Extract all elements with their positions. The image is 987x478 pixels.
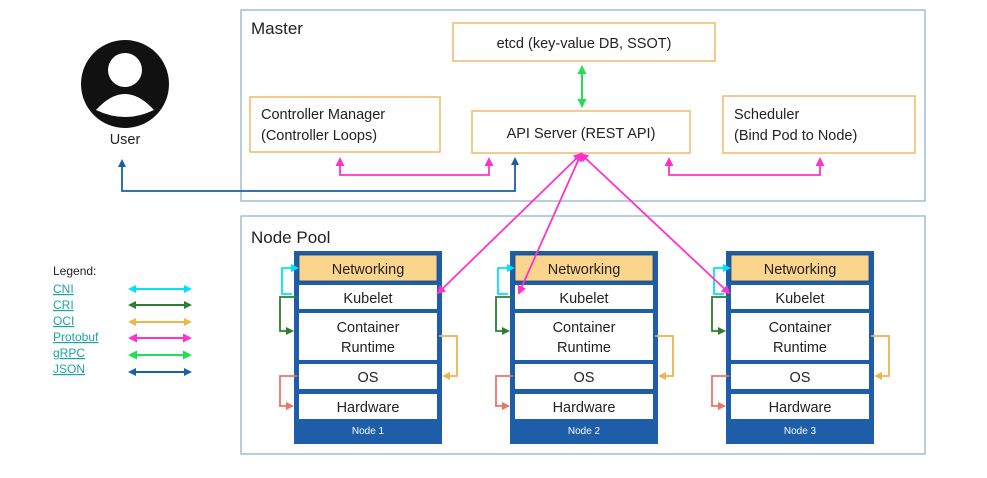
legend-label-json[interactable]: JSON (53, 362, 85, 376)
node-1-networking-label: Networking (332, 262, 405, 278)
node-1-kubelet-box (299, 285, 437, 309)
node-3-os-hardware-arrow (711, 375, 729, 410)
legend-label-cni[interactable]: CNI (53, 282, 74, 296)
api-server-label: API Server (REST API) (507, 126, 656, 142)
node-1-os-label: OS (358, 370, 379, 386)
node-3-runtime-line2: Runtime (773, 340, 827, 356)
protobuf-api-kubelet-3-arrow (579, 152, 731, 295)
node-2-os-label: OS (574, 370, 595, 386)
etcd-box (452, 22, 716, 62)
node-1-cni-arrow (281, 264, 299, 295)
node-3-kubelet-box (731, 285, 869, 309)
node-1-hardware-label: Hardware (337, 400, 400, 416)
controller-manager-line2: (Controller Loops) (261, 128, 377, 144)
node-2-hardware-label: Hardware (553, 400, 616, 416)
protobuf-api-kubelet-2-arrow (517, 152, 583, 295)
node-2-hardware-box (515, 394, 653, 419)
node-2-os-box (515, 364, 653, 389)
master-title: Master (251, 19, 303, 38)
node-1-networking-box (298, 254, 438, 282)
node-3-os-label: OS (790, 370, 811, 386)
node-3-oci-arrow (871, 335, 890, 380)
node-1-hardware-box (299, 394, 437, 419)
node-2-runtime-box (515, 313, 653, 360)
node-1-os-hardware-arrow (279, 375, 297, 410)
node-2-oci-arrow (655, 335, 674, 380)
legend: Legend: CNI CRI OCI Protobuf gRPC JSON (53, 264, 192, 376)
user-avatar-icon (81, 40, 169, 128)
scheduler-line2: (Bind Pod to Node) (734, 128, 857, 144)
node-1-runtime-line1: Container (337, 320, 400, 336)
node-1-oci-arrow (439, 335, 458, 380)
node-1-name: Node 1 (352, 426, 385, 437)
node-3-name: Node 3 (784, 426, 817, 437)
node-3: Networking Kubelet Container Runtime OS … (711, 251, 890, 444)
node-1-cri-arrow (279, 296, 297, 335)
node-2-kubelet-label: Kubelet (559, 291, 608, 307)
node-1-os-box (299, 364, 437, 389)
legend-label-protobuf[interactable]: Protobuf (53, 330, 99, 344)
node-3-networking-label: Networking (764, 262, 837, 278)
node-2-os-hardware-arrow (495, 375, 513, 410)
node-2-runtime-line1: Container (553, 320, 616, 336)
node-3-cri-arrow (711, 296, 729, 335)
node-3-hardware-box (731, 394, 869, 419)
node-3-kubelet-label: Kubelet (775, 291, 824, 307)
scheduler-line1: Scheduler (734, 107, 799, 123)
node-1-runtime-box (299, 313, 437, 360)
legend-label-grpc[interactable]: gRPC (53, 346, 85, 360)
legend-title: Legend: (53, 264, 96, 278)
node-3-os-box (731, 364, 869, 389)
node-3-networking-box (730, 254, 870, 282)
legend-label-oci[interactable]: OCI (53, 314, 74, 328)
node-3-hardware-label: Hardware (769, 400, 832, 416)
controller-manager-line1: Controller Manager (261, 107, 385, 123)
node-2-networking-label: Networking (548, 262, 621, 278)
node-2-cri-arrow (495, 296, 513, 335)
node-3-runtime-box (731, 313, 869, 360)
scheduler-box (722, 95, 916, 154)
node-1-runtime-line2: Runtime (341, 340, 395, 356)
node-3-runtime-line1: Container (769, 320, 832, 336)
node-2-name: Node 2 (568, 426, 601, 437)
node-1: Networking Kubelet Container Runtime OS … (279, 251, 458, 444)
node-1-kubelet-label: Kubelet (343, 291, 392, 307)
etcd-label: etcd (key-value DB, SSOT) (497, 36, 672, 52)
node-pool-title: Node Pool (251, 228, 330, 247)
controller-manager-box (249, 96, 441, 153)
node-2-runtime-line2: Runtime (557, 340, 611, 356)
api-server-box (471, 110, 691, 154)
legend-label-cri[interactable]: CRI (53, 298, 74, 312)
user-label: User (110, 132, 141, 148)
node-2: Networking Kubelet Container Runtime OS … (495, 251, 674, 444)
